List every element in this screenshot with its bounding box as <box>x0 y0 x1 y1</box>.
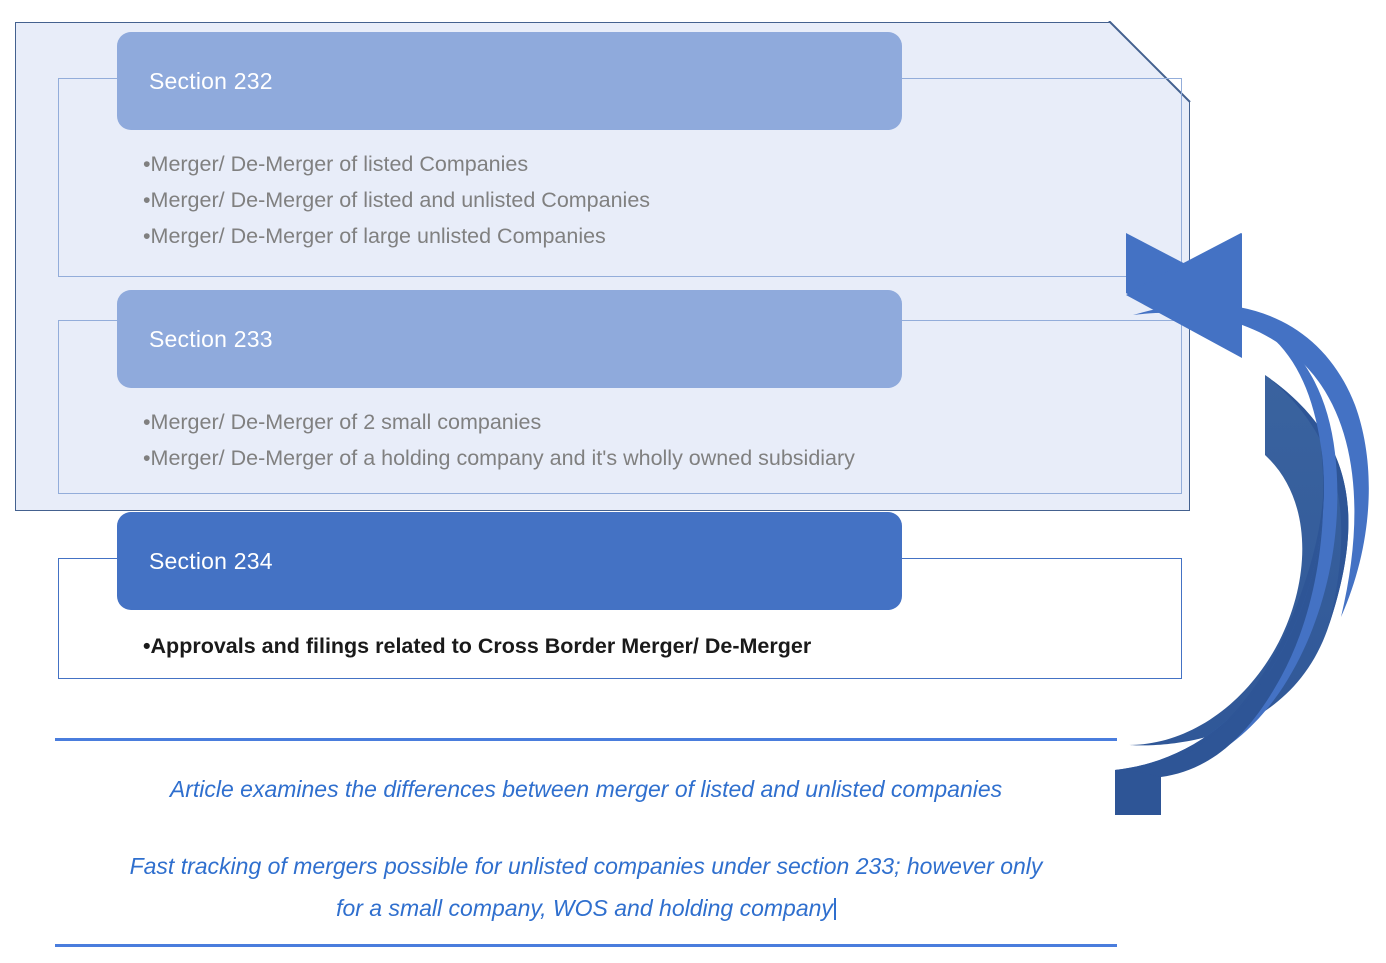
bullet-icon: • <box>143 634 151 658</box>
section-232-bullet-list: •Merger/ De-Merger of listed Companies •… <box>143 146 650 254</box>
bullet-icon: • <box>143 410 151 434</box>
list-item: •Approvals and filings related to Cross … <box>143 628 811 664</box>
bullet-icon: • <box>143 446 151 470</box>
bullet-icon: • <box>143 152 151 176</box>
divider-top <box>55 738 1117 741</box>
note-line-with-caret: for a small company, WOS and holding com… <box>55 887 1117 929</box>
list-item: •Merger/ De-Merger of listed Companies <box>143 146 650 182</box>
list-item-label: Merger/ De-Merger of a holding company a… <box>150 446 855 470</box>
list-item-label: Approvals and filings related to Cross B… <box>150 634 812 658</box>
text-caret <box>833 898 836 920</box>
note-line: Article examines the differences between… <box>169 776 1003 802</box>
list-item: •Merger/ De-Merger of a holding company … <box>143 440 855 476</box>
section-233-header: Section 233 <box>117 290 902 388</box>
note-article: Article examines the differences between… <box>55 768 1117 810</box>
list-item: •Merger/ De-Merger of 2 small companies <box>143 404 855 440</box>
divider-bottom <box>55 944 1117 947</box>
section-234-bullet-list: •Approvals and filings related to Cross … <box>143 628 811 664</box>
section-233-heading-label: Section 233 <box>149 325 273 352</box>
bullet-icon: • <box>143 188 151 212</box>
note-fast-track: Fast tracking of mergers possible for un… <box>55 845 1117 929</box>
list-item-label: Merger/ De-Merger of listed Companies <box>150 152 529 176</box>
section-233-bullet-list: •Merger/ De-Merger of 2 small companies … <box>143 404 855 476</box>
bullet-icon: • <box>143 224 151 248</box>
list-item-label: Merger/ De-Merger of large unlisted Comp… <box>150 224 606 248</box>
section-232-heading-label: Section 232 <box>149 67 273 94</box>
note-line: Fast tracking of mergers possible for un… <box>129 853 1043 879</box>
note-line-label: for a small company, WOS and holding com… <box>336 895 833 921</box>
section-234-heading-label: Section 234 <box>149 547 273 574</box>
section-234-header: Section 234 <box>117 512 902 610</box>
section-232-header: Section 232 <box>117 32 902 130</box>
list-item: •Merger/ De-Merger of listed and unliste… <box>143 182 650 218</box>
list-item-label: Merger/ De-Merger of 2 small companies <box>150 410 542 434</box>
list-item: •Merger/ De-Merger of large unlisted Com… <box>143 218 650 254</box>
list-item-label: Merger/ De-Merger of listed and unlisted… <box>150 188 651 212</box>
